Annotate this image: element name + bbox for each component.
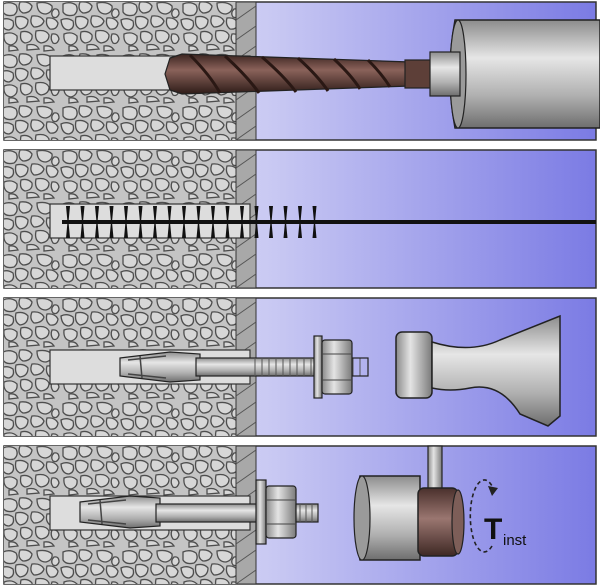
brush-bristle xyxy=(124,206,128,238)
brush-bristle xyxy=(196,206,201,238)
brush-bristle xyxy=(138,206,143,238)
hammer-icon xyxy=(395,314,561,427)
brush-bristle xyxy=(269,206,273,238)
brush-bristle xyxy=(211,206,215,238)
panel-4-tightening: T inst xyxy=(3,445,597,585)
brush-bristle xyxy=(312,206,317,238)
brush-bristle xyxy=(66,206,70,238)
brush-bristle xyxy=(182,206,186,238)
torque-wrench-icon xyxy=(353,445,465,561)
drill-chuck-icon xyxy=(429,19,600,129)
panel-3-setting xyxy=(3,297,597,437)
brush-bristle xyxy=(95,206,99,238)
anchor-bolt-icon xyxy=(119,335,369,399)
brush-bristle xyxy=(283,206,288,238)
brush-bristle xyxy=(167,206,172,238)
torque-label-main: T xyxy=(484,513,502,546)
brush-bristle xyxy=(153,206,157,238)
panel-2-cleaning xyxy=(3,149,597,289)
panel-1-drilling xyxy=(3,1,600,141)
brush-bristle xyxy=(298,206,302,238)
brush-bristle xyxy=(225,206,230,238)
rotation-arrow-icon xyxy=(469,479,498,553)
cleaning-brush-icon xyxy=(62,206,596,238)
brush-bristle xyxy=(240,206,244,238)
brush-bristle xyxy=(109,206,114,238)
installed-anchor-icon xyxy=(79,479,319,545)
brush-bristle xyxy=(254,206,259,238)
torque-label-sub: inst xyxy=(503,532,527,549)
brush-bristle xyxy=(80,206,85,238)
drill-bit-icon xyxy=(164,53,461,95)
